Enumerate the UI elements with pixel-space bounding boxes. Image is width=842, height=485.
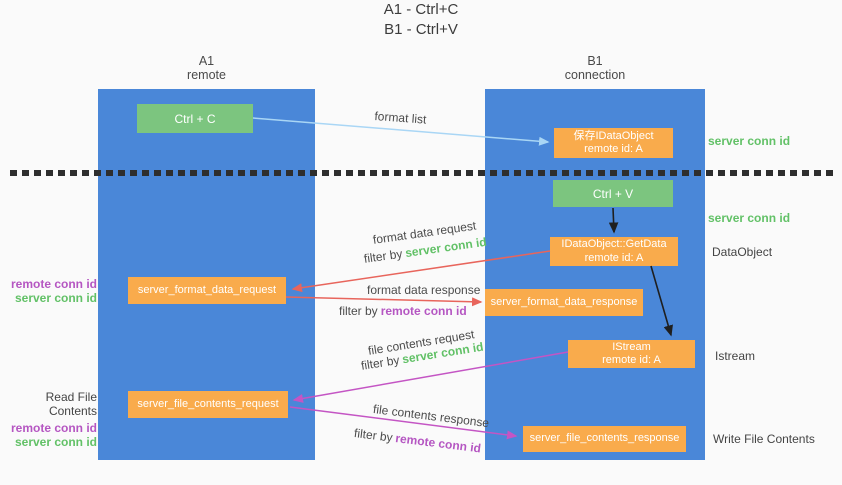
arrow-format-data-response bbox=[285, 296, 483, 307]
node-getdata-line2: remote id: A bbox=[584, 251, 644, 264]
remote-conn-id-text: remote conn id bbox=[394, 431, 482, 456]
node-istream-line1: IStream bbox=[612, 340, 651, 353]
lane-header-b1: B1 connection bbox=[485, 54, 705, 82]
title-line-1: A1 - Ctrl+C bbox=[383, 1, 459, 18]
edge-label-file-contents-response: file contents response bbox=[372, 402, 490, 431]
node-format-request-label: server_format_data_request bbox=[137, 283, 277, 296]
filter-by-text: filter by bbox=[353, 426, 394, 445]
label-remote-conn-id-format: remote conn id bbox=[10, 277, 97, 291]
label-istream: Istream bbox=[715, 349, 756, 363]
lane-a1-subtitle: remote bbox=[187, 68, 226, 82]
node-ctrl-c-label: Ctrl + C bbox=[174, 111, 216, 126]
edge-label-format-data-response: format data response bbox=[367, 283, 481, 297]
node-save-idataobject: 保存IDataObject remote id: A bbox=[554, 128, 673, 158]
node-istream: IStream remote id: A bbox=[568, 340, 695, 368]
session-divider-dotted-line bbox=[10, 170, 833, 176]
filter-by-text: filter by bbox=[339, 304, 378, 318]
node-file-response-label: server_file_contents_response bbox=[529, 432, 680, 445]
label-server-conn-id-format: server conn id bbox=[14, 290, 97, 305]
node-server-file-contents-request: server_file_contents_request bbox=[128, 391, 288, 418]
node-file-request-label: server_file_contents_request bbox=[137, 397, 279, 410]
node-ctrl-v: Ctrl + V bbox=[553, 180, 673, 207]
label-remote-conn-id-file: remote conn id bbox=[10, 421, 97, 435]
label-dataobject: DataObject bbox=[712, 245, 773, 259]
edge-label-format-list: format list bbox=[374, 109, 427, 127]
label-write-file-contents: Write File Contents bbox=[713, 432, 815, 446]
node-format-response-label: server_format_data_response bbox=[490, 295, 638, 308]
node-istream-line2: remote id: A bbox=[602, 354, 661, 366]
node-save-idataobject-line1: 保存IDataObject bbox=[573, 129, 654, 142]
remote-conn-id-text: remote conn id bbox=[380, 304, 467, 318]
label-group-format-conn-ids: remote conn id server conn id bbox=[0, 277, 97, 305]
edge-label-filter-by-remote-conn-id-2: filter byremote conn id bbox=[353, 426, 481, 455]
node-getdata-line1: IDataObject::GetData bbox=[561, 238, 667, 250]
node-ctrl-c: Ctrl + C bbox=[137, 104, 253, 133]
lane-b1-subtitle: connection bbox=[564, 68, 626, 82]
lane-a1-title: A1 bbox=[198, 54, 215, 68]
node-ctrl-v-label: Ctrl + V bbox=[592, 186, 634, 201]
label-group-file-conn-ids: Read File Contents remote conn id server… bbox=[0, 390, 97, 449]
node-save-idataobject-line2: remote id: A bbox=[584, 143, 643, 155]
label-server-conn-id-top: server conn id bbox=[708, 134, 791, 148]
diagram-title: A1 - Ctrl+C B1 - Ctrl+V bbox=[0, 0, 842, 40]
node-server-file-contents-response: server_file_contents_response bbox=[523, 426, 686, 452]
title-line-2: B1 - Ctrl+V bbox=[384, 21, 458, 38]
node-idataobject-getdata: IDataObject::GetData remote id: A bbox=[550, 237, 678, 266]
lane-b1-title: B1 bbox=[587, 54, 603, 68]
filter-by-text: filter by bbox=[363, 246, 404, 266]
node-server-format-data-response: server_format_data_response bbox=[485, 289, 643, 316]
label-read-file-contents: Read File Contents bbox=[45, 390, 97, 418]
lane-header-a1: A1 remote bbox=[98, 54, 315, 82]
node-server-format-data-request: server_format_data_request bbox=[128, 277, 286, 304]
label-server-conn-id-mid: server conn id bbox=[708, 211, 791, 225]
label-server-conn-id-file: server conn id bbox=[14, 434, 97, 449]
filter-by-text: filter by bbox=[360, 352, 401, 373]
